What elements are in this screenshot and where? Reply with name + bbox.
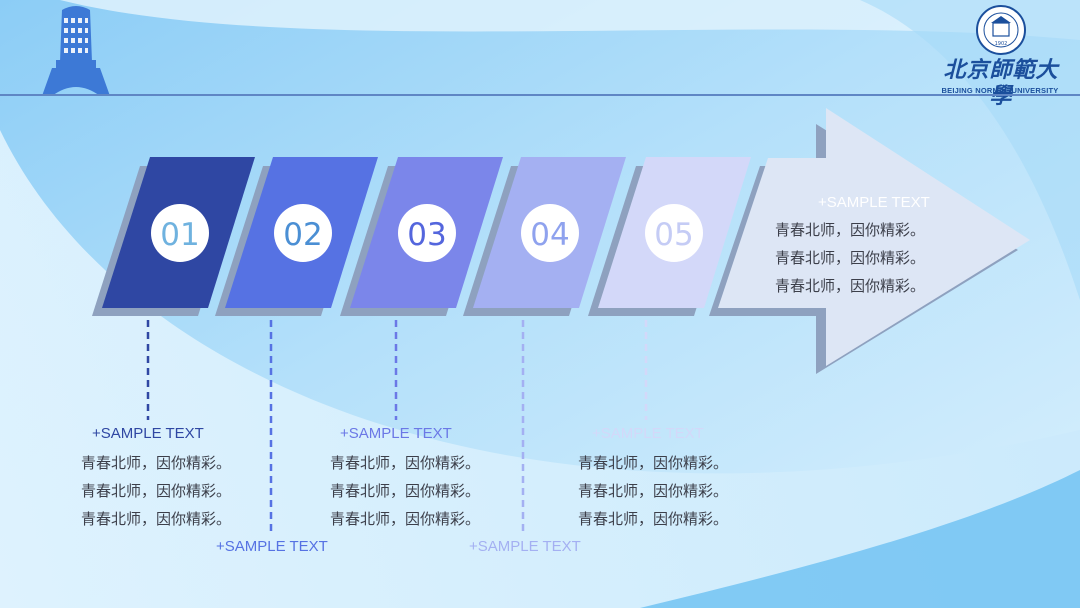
arrow-heading: +SAMPLE TEXT <box>818 194 930 212</box>
step-5-line-3: 青春北师，因你精彩。 <box>578 505 778 533</box>
step-3-line-3: 青春北师，因你精彩。 <box>330 505 530 533</box>
step-1-number: 01 <box>160 217 199 253</box>
step-3-line-1: 青春北师，因你精彩。 <box>330 449 530 477</box>
step-3-line-2: 青春北师，因你精彩。 <box>330 477 530 505</box>
step-5-line-2: 青春北师，因你精彩。 <box>578 477 778 505</box>
step-2-heading: +SAMPLE TEXT <box>216 538 328 556</box>
step-1-heading: +SAMPLE TEXT <box>92 425 204 443</box>
step-3-number: 03 <box>407 217 446 253</box>
step-1-line-1: 青春北师，因你精彩。 <box>81 449 281 477</box>
step-5-description: 青春北师，因你精彩。 青春北师，因你精彩。 青春北师，因你精彩。 <box>578 449 778 533</box>
arrow-line-3: 青春北师，因你精彩。 <box>775 272 975 300</box>
arrow-line-1: 青春北师，因你精彩。 <box>775 216 975 244</box>
step-1-line-2: 青春北师，因你精彩。 <box>81 477 281 505</box>
step-4-heading: +SAMPLE TEXT <box>469 538 581 556</box>
step-1-description: 青春北师，因你精彩。 青春北师，因你精彩。 青春北师，因你精彩。 <box>81 449 281 533</box>
step-3-description: 青春北师，因你精彩。 青春北师，因你精彩。 青春北师，因你精彩。 <box>330 449 530 533</box>
step-5-line-1: 青春北师，因你精彩。 <box>578 449 778 477</box>
step-5-heading: +SAMPLE TEXT <box>592 425 704 443</box>
step-5-number: 05 <box>654 217 693 253</box>
step-2-number: 02 <box>283 217 322 253</box>
step-1-line-3: 青春北师，因你精彩。 <box>81 505 281 533</box>
step-3-heading: +SAMPLE TEXT <box>340 425 452 443</box>
step-4-number: 04 <box>530 217 569 253</box>
arrow-line-2: 青春北师，因你精彩。 <box>775 244 975 272</box>
arrow-description: 青春北师，因你精彩。 青春北师，因你精彩。 青春北师，因你精彩。 <box>775 216 975 300</box>
